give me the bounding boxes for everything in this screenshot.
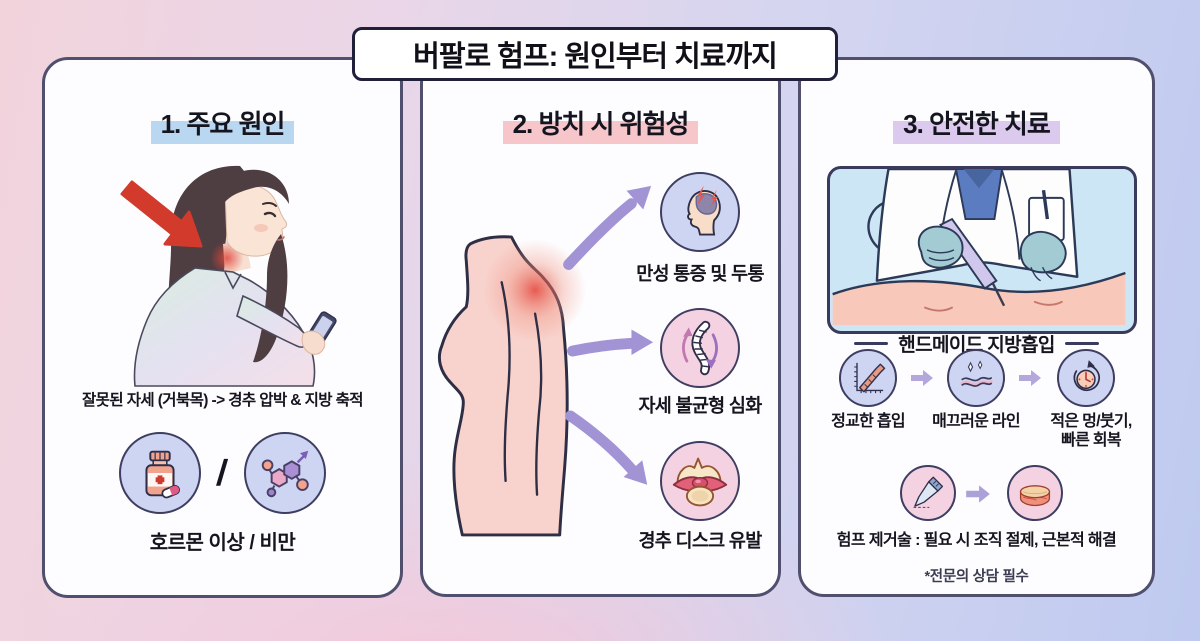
causes-heading: 1. 주요 원인 [45,60,400,144]
step-label-smooth: 매끄러운 라인 [932,413,1021,430]
panel-treatment: 3. 안전한 치료 [798,57,1155,597]
woman-phone-illustration [120,165,337,387]
risk-label-disc: 경추 디스크 유발 [638,530,762,551]
risk-arrow-icons [563,198,639,475]
recovery-clock-icon [1057,349,1115,407]
surgeon-liposuction-illustration [827,166,1137,334]
specialist-footnote: *전문의 상담 필수 [924,569,1029,585]
step-arrow-icon [1019,370,1041,386]
precision-suction-icon [839,349,897,407]
right-divider-line [1064,342,1099,345]
risk-label-imbalance: 자세 불균형 심화 [638,395,762,416]
spine-imbalance-icon [660,308,740,388]
tissue-slice-icon [1007,465,1063,521]
risks-heading: 2. 방치 시 위험성 [423,60,778,144]
panel-risks: 2. 방치 시 위험성 [420,57,781,597]
slash-separator: / [215,452,230,493]
headache-icon [660,172,740,252]
surgery-description: 험프 제거술 : 필요 시 조직 절제, 근본적 해결 [836,532,1117,549]
step-label-precision: 정교한 흡입 [831,413,906,430]
treatment-heading: 3. 안전한 치료 [801,60,1152,144]
main-title: 버팔로 험프: 원인부터 치료까지 [413,41,778,73]
panel-causes: 1. 주요 원인 [42,57,403,598]
step-arrow-icon [911,370,933,386]
medicine-bottle-icon [119,432,202,514]
method-title: 핸드메이드 지방흡입 [898,335,1055,356]
step-label-recovery: 적은 멍/붓기, 빠른 회복 [1050,413,1132,450]
main-title-box: 버팔로 험프: 원인부터 치료까지 [352,27,838,81]
left-divider-line [854,342,889,345]
cervical-disc-icon [660,441,740,521]
scalpel-icon [900,465,956,521]
red-arrow-icon [120,180,203,248]
smooth-line-icon [947,349,1005,407]
cause-icons-row: / [45,432,400,514]
step-arrow-icon [966,485,990,503]
posture-cause-text: 잘못된 자세 (거북목) -> 경추 압박 & 지방 축적 [82,392,364,409]
hormone-molecule-icon [243,432,326,514]
hormone-obesity-caption: 호르몬 이상 / 비만 [149,532,296,554]
method-title-row: 핸드메이드 지방흡입 [801,330,1152,357]
risk-label-headache: 만성 통증 및 두통 [636,263,764,284]
